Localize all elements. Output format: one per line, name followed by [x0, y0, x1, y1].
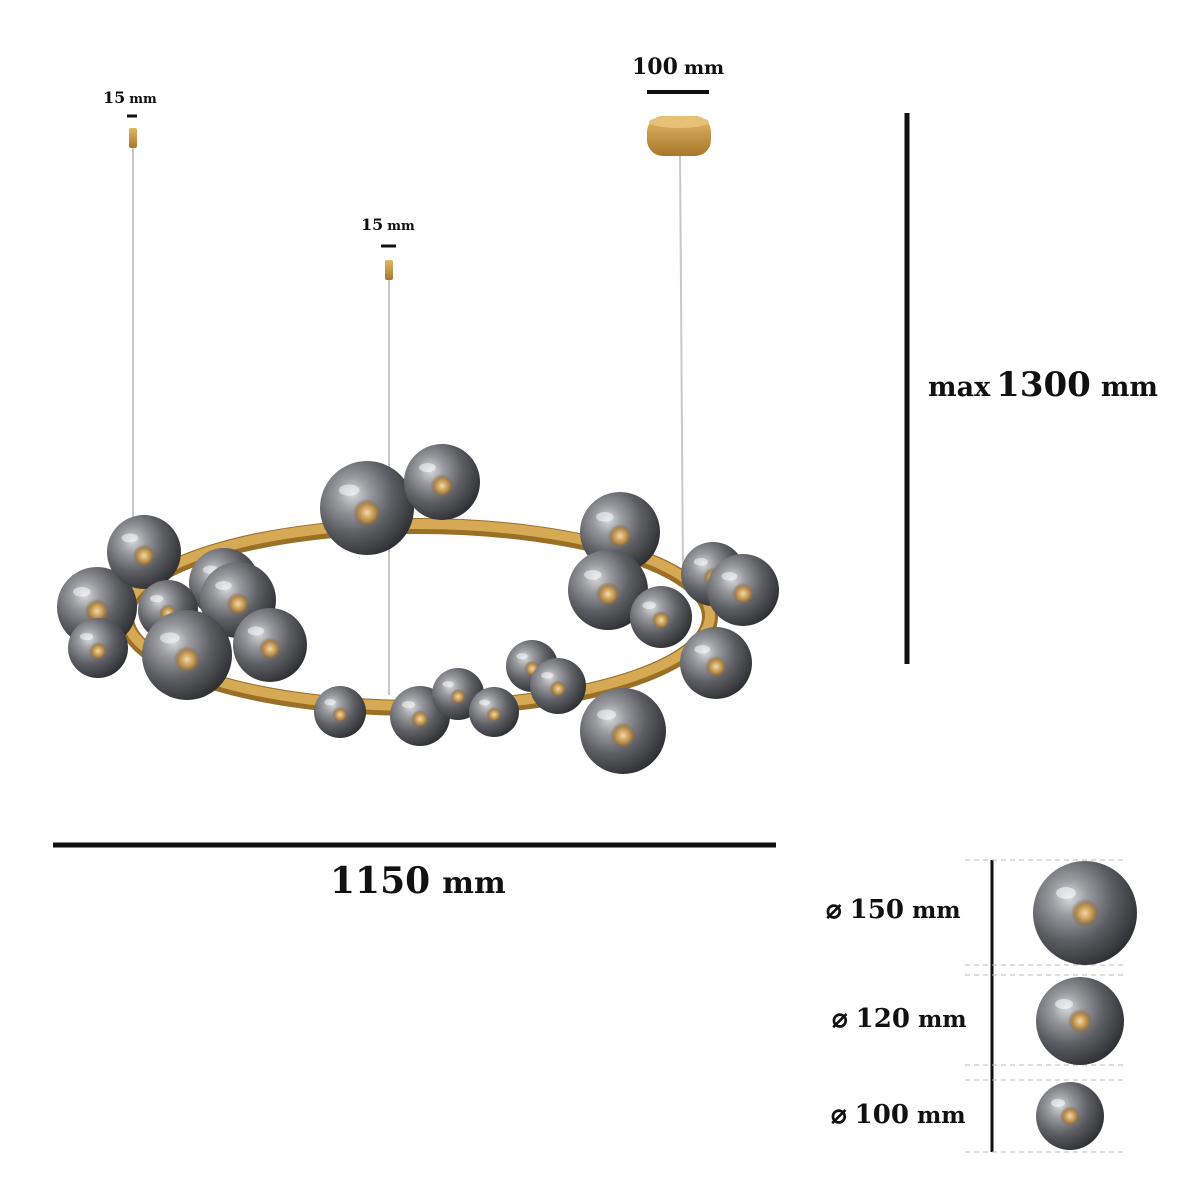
glass-globe: [233, 608, 307, 682]
glass-globe: [568, 550, 648, 630]
dimension-lines: [53, 90, 910, 848]
glass-globe: [530, 658, 586, 714]
cable-right: [679, 149, 684, 579]
ball-sample-120: [1036, 977, 1124, 1065]
ceiling-mounts: [129, 116, 711, 280]
glass-globe: [707, 554, 779, 626]
glass-globe: [314, 686, 366, 738]
glass-globe: [107, 515, 181, 589]
glass-globe: [404, 444, 480, 520]
mount-small-left: [129, 128, 137, 148]
glass-globe: [320, 461, 414, 555]
glass-globe: [630, 586, 692, 648]
glass-globe: [142, 610, 232, 700]
glass-globes: [57, 444, 779, 774]
ball-sample-150: [1033, 861, 1137, 965]
glass-globe: [580, 688, 666, 774]
glass-globe: [469, 687, 519, 737]
ball-sample-100: [1036, 1082, 1104, 1150]
glass-globe: [680, 627, 752, 699]
canopy-top: [649, 116, 709, 128]
mount-small-middle: [385, 260, 393, 280]
glass-globe: [68, 618, 128, 678]
